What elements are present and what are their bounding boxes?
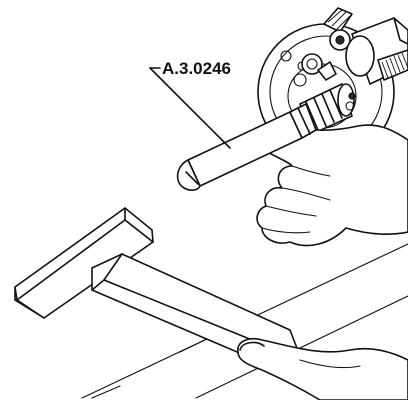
bleed-screw [323,7,353,51]
drift-tool [176,103,317,191]
upper-hand [252,124,408,247]
callout-leader [149,67,231,149]
thumb-nail [239,341,265,351]
caliper-fitting [301,53,337,81]
lower-hand [237,337,408,400]
threaded-rod [377,49,408,81]
tool-part-number-label: A.3.0246 [162,59,231,78]
hammer [14,207,301,367]
